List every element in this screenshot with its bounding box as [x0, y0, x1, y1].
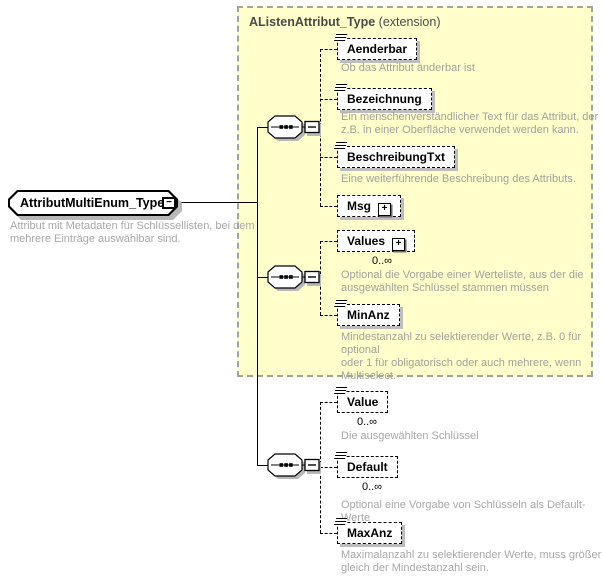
element-name: MinAnz — [347, 308, 390, 322]
root-element[interactable]: AttributMultiEnum_Type − — [8, 190, 178, 216]
sequence-compositor-icon[interactable] — [267, 453, 323, 483]
element-beschreibungtxt[interactable]: BeschreibungTxt — [333, 142, 456, 168]
connector-line — [320, 402, 337, 403]
text-content-icon — [333, 34, 348, 42]
text-content-icon — [333, 518, 348, 526]
root-element-name: AttributMultiEnum_Type — [20, 196, 165, 210]
connector-line — [178, 202, 257, 203]
connector-line — [257, 127, 258, 465]
element-description: Mindestanzahl zu selektierender Werte, z… — [341, 331, 582, 382]
occurrence-label: 0..∞ — [356, 416, 378, 428]
connector-line — [320, 49, 337, 50]
sequence-compositor-icon[interactable] — [267, 265, 323, 295]
element-maxanz[interactable]: MaxAnz — [333, 518, 403, 544]
element-values[interactable]: Values + — [337, 230, 418, 254]
collapse-icon[interactable]: − — [162, 197, 176, 209]
connector-line — [257, 127, 268, 128]
element-minanz[interactable]: MinAnz — [333, 300, 400, 326]
element-bezeichnung[interactable]: Bezeichnung — [333, 84, 432, 110]
connector-line — [320, 99, 337, 100]
connector-line — [257, 277, 268, 278]
element-name: Values — [347, 234, 386, 248]
text-content-icon — [333, 142, 348, 150]
connector-line — [320, 157, 337, 158]
connector-line — [257, 465, 268, 466]
occurrence-label: 0..∞ — [371, 255, 393, 267]
connector-line — [320, 206, 337, 207]
element-description: Optional die Vorgabe einer Werteliste, a… — [341, 269, 584, 294]
occurrence-label: 0..∞ — [361, 481, 383, 493]
extension-type-title: AListenAttribut_Type — [249, 15, 376, 29]
element-name: Value — [347, 395, 379, 409]
element-description: Ob das Attribut änderbar ist — [341, 62, 475, 74]
element-default[interactable]: Default — [333, 452, 400, 480]
element-name: MaxAnz — [347, 526, 393, 540]
connector-line — [320, 467, 337, 468]
element-description: Maximalanzahl zu selektierender Werte, m… — [341, 549, 602, 574]
text-content-icon — [333, 387, 348, 395]
element-description: Optional eine Vorgabe von Schlüsseln als… — [341, 499, 586, 524]
element-name: Msg — [347, 199, 371, 213]
element-name: Aenderbar — [347, 42, 408, 56]
expand-icon[interactable]: + — [378, 202, 391, 216]
element-msg[interactable]: Msg + — [337, 195, 401, 217]
expand-icon[interactable]: + — [392, 237, 406, 251]
element-name: BeschreibungTxt — [347, 150, 446, 164]
extension-container: AListenAttribut_Type (extension) — [237, 6, 593, 377]
element-value[interactable]: Value — [333, 387, 391, 415]
element-name: Bezeichnung — [347, 92, 422, 106]
sequence-compositor-icon[interactable] — [267, 115, 323, 145]
element-aenderbar[interactable]: Aenderbar — [333, 34, 418, 60]
connector-line — [320, 241, 337, 242]
element-description: Ein menschenverständlicher Text für das … — [341, 111, 599, 136]
extension-suffix: (extension) — [378, 15, 441, 29]
connector-line — [320, 315, 337, 316]
extension-header: AListenAttribut_Type (extension) — [249, 15, 441, 29]
root-element-inner: AttributMultiEnum_Type — [10, 192, 176, 214]
text-content-icon — [333, 300, 348, 308]
element-description: Eine weiterführende Beschreibung des Att… — [341, 173, 576, 185]
text-content-icon — [333, 452, 348, 460]
text-content-icon — [333, 84, 348, 92]
element-name: Default — [347, 460, 388, 474]
root-description: Attribut mit Metadaten für Schlüssellist… — [10, 220, 255, 245]
element-description: Die ausgewählten Schlüssel — [341, 430, 479, 442]
connector-line — [320, 533, 337, 534]
